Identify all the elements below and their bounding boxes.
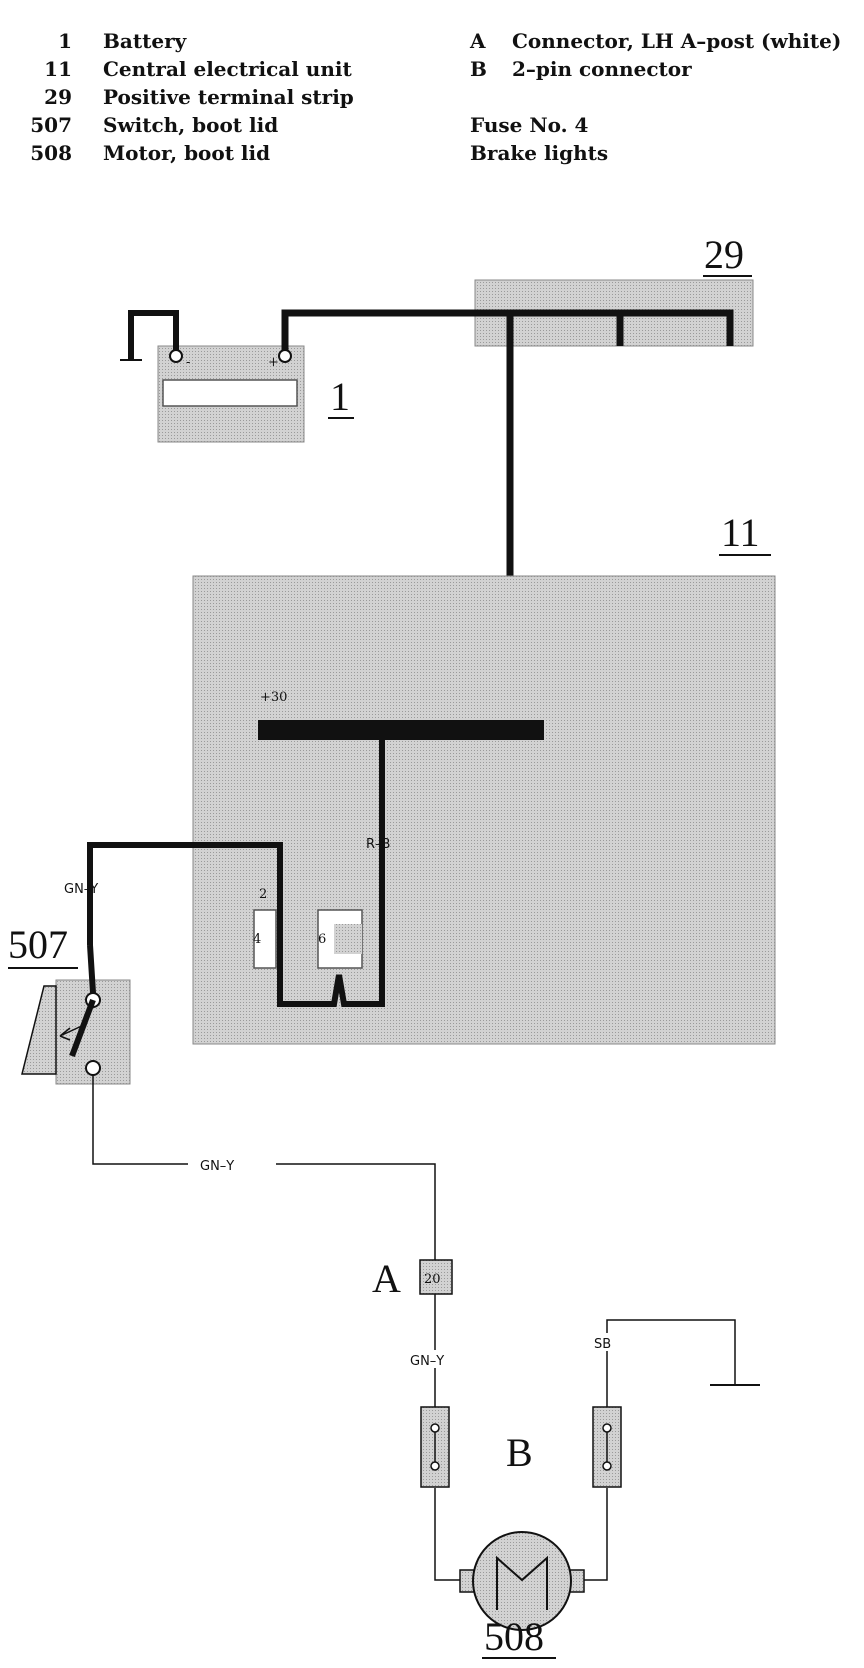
battery-ground <box>120 310 179 361</box>
wire-label-gny-upper: GN–Y <box>64 882 98 897</box>
boot-lid-motor: 508 <box>459 1531 585 1659</box>
legend-key-a: A <box>469 29 486 53</box>
battery-positive-terminal <box>278 349 292 363</box>
wire-label-gny-middle: GN–Y <box>200 1159 234 1174</box>
connector-b-letter: B <box>506 1430 533 1475</box>
label-507: 507 <box>8 922 68 967</box>
wire-label-sb: SB <box>594 1337 611 1352</box>
connector-a-letter: A <box>372 1256 401 1301</box>
label-11: 11 <box>721 510 760 555</box>
wire-gny-to-connector-a: GN–Y <box>92 1075 436 1260</box>
fuse-description: Brake lights <box>470 141 608 165</box>
connector-a: 20 A <box>372 1256 453 1301</box>
pin-4-label: 4 <box>253 932 261 947</box>
wire-label-gny-lower: GN–Y <box>410 1354 444 1369</box>
legend-num-11: 11 <box>44 57 72 81</box>
legend-num-508: 508 <box>30 141 72 165</box>
legend-num-507: 507 <box>30 113 72 137</box>
legend-right: A Connector, LH A–post (white) B 2–pin c… <box>469 29 841 165</box>
terminal-strip: 29 <box>474 232 754 347</box>
legend-num-1: 1 <box>58 29 72 53</box>
legend-text-507: Switch, boot lid <box>103 113 278 137</box>
battery-neg-sign: - <box>186 355 190 370</box>
label-29: 29 <box>704 232 744 277</box>
legend-left: 1 Battery 11 Central electrical unit 29 … <box>30 29 354 165</box>
bus-bar-30 <box>258 720 544 740</box>
legend-text-29: Positive terminal strip <box>103 85 354 109</box>
pin-2-label: 2 <box>259 887 267 902</box>
battery: - + 1 <box>157 345 354 443</box>
legend-text-b: 2–pin connector <box>512 57 692 81</box>
legend-text-11: Central electrical unit <box>103 57 352 81</box>
connector-b: B <box>420 1406 622 1488</box>
central-electrical-unit: 11 +30 R–B 2 4 6 <box>87 510 776 1045</box>
battery-negative-terminal <box>169 349 183 363</box>
label-508: 508 <box>484 1614 544 1659</box>
legend-num-29: 29 <box>44 85 72 109</box>
fuse-number: Fuse No. 4 <box>470 113 589 137</box>
legend-key-b: B <box>470 57 487 81</box>
legend-text-a: Connector, LH A–post (white) <box>512 29 841 53</box>
pin-6-label: 6 <box>318 932 326 947</box>
label-1: 1 <box>330 374 350 419</box>
legend-text-508: Motor, boot lid <box>103 141 270 165</box>
legend-text-1: Battery <box>103 29 188 53</box>
wire-sb-ground: SB <box>578 1319 760 1581</box>
bus-label-30: +30 <box>260 690 287 705</box>
wire-label-rb: R–B <box>366 837 390 852</box>
connector-a-pin: 20 <box>424 1272 441 1287</box>
battery-pos-sign: + <box>268 355 279 370</box>
boot-lid-switch: 507 <box>8 922 131 1085</box>
wire-gny-to-motor: GN–Y <box>404 1294 472 1581</box>
